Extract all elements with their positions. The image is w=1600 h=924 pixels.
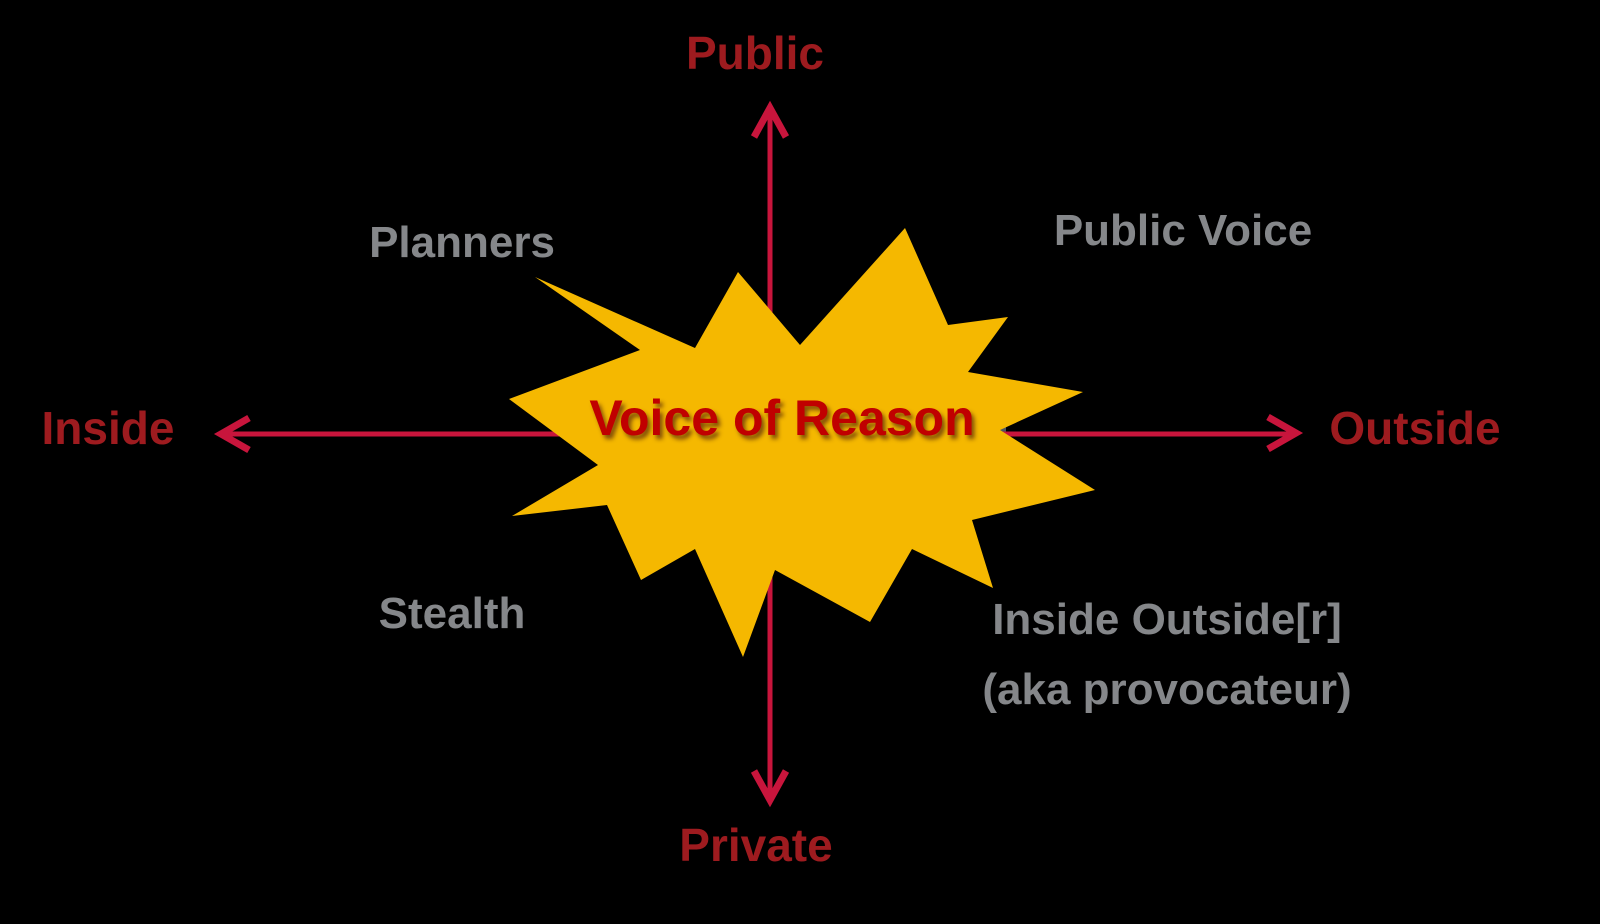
quadrant-label-inside-outsider-line1: Inside Outside[r] bbox=[992, 595, 1342, 644]
up-arrowhead-icon bbox=[750, 100, 790, 139]
quadrant-label-planners: Planners bbox=[369, 218, 555, 267]
axis-label-private: Private bbox=[679, 819, 833, 871]
down-arrowhead-icon bbox=[750, 769, 790, 808]
quadrant-label-stealth: Stealth bbox=[378, 589, 526, 638]
center-label-voice-of-reason: Voice of Reason bbox=[589, 390, 975, 446]
axis-label-inside: Inside bbox=[41, 402, 175, 454]
quadrant-label-inside-outsider: Inside Outside[r] (aka provocateur) bbox=[982, 585, 1351, 725]
right-arrowhead-icon bbox=[1266, 413, 1304, 453]
left-arrowhead-icon bbox=[213, 414, 251, 454]
quadrant-label-inside-outsider-line2: (aka provocateur) bbox=[982, 665, 1352, 714]
starburst-shape bbox=[509, 228, 1095, 657]
axis-label-outside: Outside bbox=[1329, 402, 1501, 454]
quadrant-label-public-voice: Public Voice bbox=[1053, 206, 1313, 255]
axis-label-public: Public bbox=[685, 27, 825, 79]
